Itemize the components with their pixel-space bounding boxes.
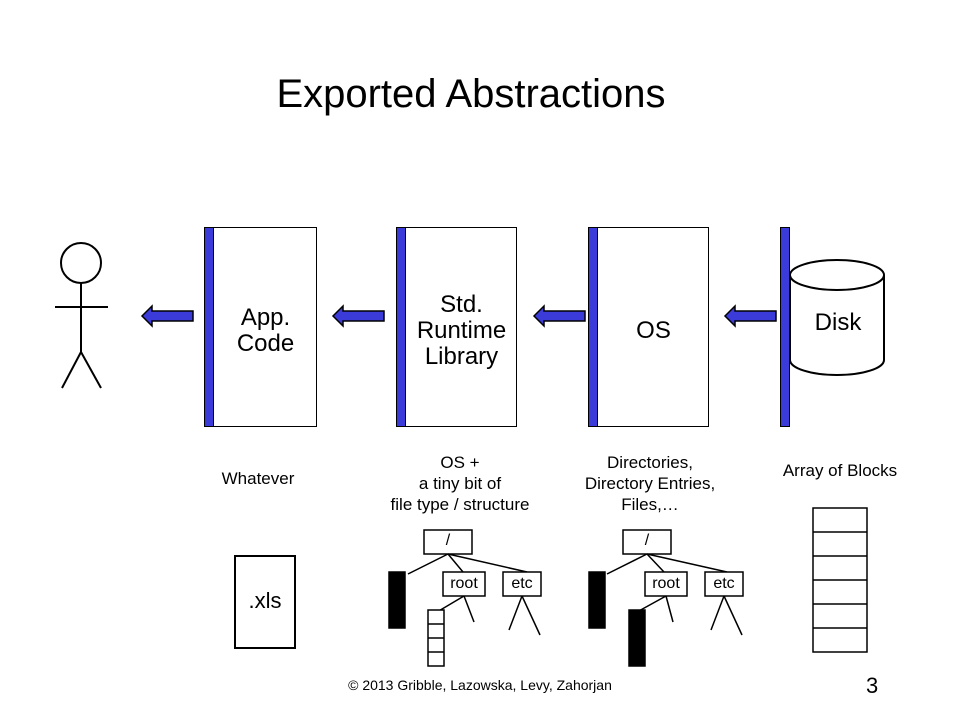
directory-tree-diagram-runtime <box>388 529 542 667</box>
caption-app-code: Whatever <box>198 468 318 489</box>
layer-bar-disk <box>780 227 790 427</box>
layer-bar-app-code <box>204 227 214 427</box>
layer-label-line: App. <box>240 304 291 331</box>
arrow-left-icon <box>140 304 194 328</box>
layer-label-line: OS <box>636 317 671 344</box>
layer-label-os: OS <box>598 318 709 344</box>
layer-box-app-code <box>205 227 317 427</box>
tree-node-label-etc: etc <box>713 575 735 592</box>
layer-label-line: Disk <box>814 309 862 336</box>
layer-bar-os <box>588 227 598 427</box>
caption-disk: Array of Blocks <box>770 460 910 481</box>
xls-file-icon <box>234 555 296 649</box>
caption-line: Directory Entries, <box>584 474 716 493</box>
caption-line: file type / structure <box>390 495 530 514</box>
layer-box-runtime-library <box>397 227 517 427</box>
tree-node-label-slash: / <box>644 532 650 549</box>
xls-file-label: .xls <box>248 588 282 613</box>
disk-cylinder-icon <box>789 259 885 376</box>
tree-node-label-etc: etc <box>511 575 533 592</box>
caption-line: OS + <box>440 453 480 472</box>
layer-label-runtime-library: Std. Runtime Library <box>406 292 517 370</box>
layer-box-os <box>589 227 709 427</box>
caption-line: Array of Blocks <box>782 461 898 480</box>
arrow-left-icon <box>532 304 586 328</box>
layer-label-disk: Disk <box>792 310 884 336</box>
caption-line: Whatever <box>221 469 295 488</box>
caption-runtime-library: OS + a tiny bit of file type / structure <box>370 452 550 515</box>
layer-bar-runtime-library <box>396 227 406 427</box>
arrow-left-icon <box>331 304 385 328</box>
caption-os: Directories, Directory Entries, Files,… <box>565 452 735 515</box>
layer-label-line: Library <box>424 343 499 370</box>
caption-line: Directories, <box>607 453 693 472</box>
layer-label-app-code: App. Code <box>214 305 317 357</box>
slide-title: Exported Abstractions <box>276 72 666 116</box>
slide-page-number: 3 <box>866 673 879 698</box>
directory-tree-diagram-os <box>588 529 744 667</box>
user-stick-figure-icon <box>55 242 108 389</box>
tree-node-label-root: root <box>652 575 680 592</box>
caption-line: Files,… <box>621 495 679 514</box>
slide-footer-copyright: © 2013 Gribble, Lazowska, Levy, Zahorjan <box>348 677 612 693</box>
layer-label-line: Std. <box>440 291 483 318</box>
tree-node-label-root: root <box>450 575 478 592</box>
layer-label-line: Code <box>236 330 295 357</box>
block-array-icon <box>812 507 868 653</box>
arrow-left-icon <box>723 304 777 328</box>
caption-line: a tiny bit of <box>418 474 502 493</box>
tree-node-label-slash: / <box>445 532 451 549</box>
layer-label-line: Runtime <box>416 317 507 344</box>
